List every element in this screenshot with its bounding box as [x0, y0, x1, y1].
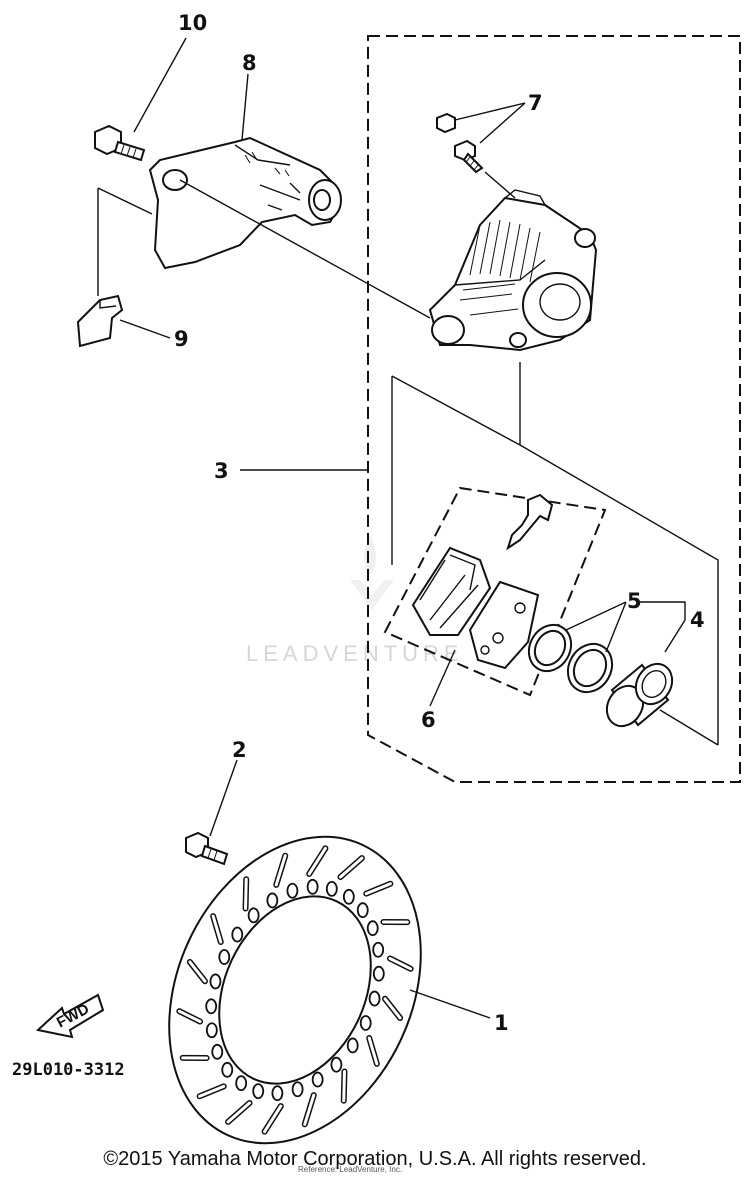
disc-bolt-part-2: [185, 831, 229, 866]
disc-hole: [366, 920, 379, 937]
disc-slot: [274, 854, 287, 887]
callout-5: 5: [627, 589, 642, 613]
disc-slot: [303, 1093, 316, 1126]
forward-arrow: FWD: [35, 993, 105, 1039]
disc-hole: [205, 998, 218, 1015]
disc-hole: [372, 941, 385, 958]
pad-retainer-part-9: [76, 294, 124, 348]
disc-slot: [367, 1036, 379, 1066]
leader-9: [119, 319, 171, 339]
brake-pad-right: [468, 580, 540, 670]
disc-hole: [359, 1015, 372, 1031]
seal-kit-bracket: [391, 362, 719, 746]
callout-2: 2: [232, 738, 247, 762]
disc-hole: [342, 888, 355, 905]
leader-8: [241, 73, 249, 141]
brake-pad-left: [411, 546, 492, 636]
disc-hole: [330, 1056, 343, 1073]
disc-hole: [306, 878, 319, 895]
disc-slot: [226, 1101, 252, 1124]
disc-hole: [291, 1081, 304, 1098]
pad-kit-box: [383, 486, 607, 697]
disc-hole: [271, 1085, 284, 1102]
disc-slot: [188, 960, 207, 983]
caliper-assembly-box: [367, 35, 741, 783]
disc-hole: [325, 880, 338, 897]
disc-hole: [266, 892, 279, 909]
small-credit: Reference: LeadVenture, Inc.: [298, 1165, 402, 1174]
leader-10: [133, 37, 187, 133]
disc-hole: [235, 1075, 248, 1092]
disc-slot: [244, 877, 248, 910]
callout-9: 9: [174, 327, 189, 351]
disc-slot: [342, 1070, 346, 1103]
watermark-text: LEADVENTURE: [246, 641, 464, 666]
leader-6: [429, 649, 456, 707]
bleed-screw-part-7: [436, 112, 484, 174]
disc-hole: [247, 907, 260, 924]
callout-10: 10: [178, 11, 207, 35]
disc-slot: [211, 914, 223, 944]
piston-seal-part-5a: [527, 623, 573, 673]
disc-slot: [177, 1009, 202, 1024]
disc-hole: [252, 1083, 265, 1100]
disc-slot: [383, 997, 402, 1020]
disc-hole: [211, 1043, 224, 1060]
leader-2: [209, 759, 238, 837]
pad-spring: [506, 493, 554, 551]
axis-line-screw: [484, 171, 516, 199]
disc-hole: [311, 1071, 324, 1088]
brake-disc-part-1: [168, 835, 422, 1145]
watermark-logo: [350, 535, 394, 610]
diagram-code: 29L010-3312: [12, 1060, 125, 1080]
disc-slot: [388, 956, 413, 971]
leader-5: [565, 601, 686, 653]
disc-hole: [356, 902, 369, 919]
leader-7: [454, 102, 526, 144]
callout-7: 7: [528, 91, 543, 115]
axis-line-upper: [179, 179, 431, 319]
callout-6: 6: [421, 708, 436, 732]
disc-slot: [263, 1104, 283, 1134]
disc-hole: [286, 882, 299, 899]
bracket-to-clip-line: [97, 187, 153, 296]
disc-hole: [372, 965, 385, 982]
disc-hole: [221, 1061, 234, 1078]
disc-hole: [205, 1022, 218, 1039]
disc-hole: [209, 973, 222, 990]
disc-hole: [368, 990, 381, 1007]
disc-hole: [231, 926, 244, 943]
disc-hole: [218, 949, 231, 965]
callout-1: 1: [494, 1011, 509, 1035]
callout-4: 4: [690, 608, 705, 632]
dust-seal-part-5b: [566, 642, 614, 694]
callout-8: 8: [242, 51, 257, 75]
caliper-piston-part-4: [605, 662, 674, 728]
disc-slot: [198, 1084, 226, 1098]
disc-slot: [364, 882, 392, 896]
caliper-body: [428, 189, 598, 352]
caliper-bracket-part-8: [148, 136, 342, 270]
bolt-part-10: [94, 124, 146, 162]
disc-slot: [338, 856, 364, 879]
disc-hole: [346, 1037, 359, 1054]
disc-slot: [307, 846, 327, 876]
callout-3: 3: [214, 459, 229, 483]
leader-1: [409, 989, 491, 1019]
copyright-notice: ©2015 Yamaha Motor Corporation, U.S.A. A…: [103, 1148, 647, 1170]
